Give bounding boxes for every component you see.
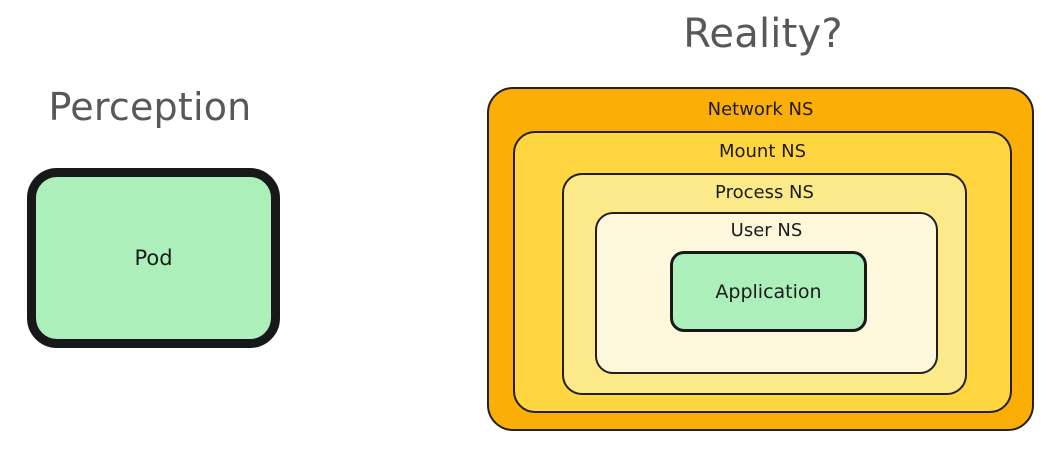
reality-title: Reality? xyxy=(683,11,843,57)
user-namespace-box: User NS Application xyxy=(595,212,938,374)
application-label: Application xyxy=(715,280,822,303)
mount-namespace-box: Mount NS Process NS User NS Application xyxy=(513,131,1012,413)
network-namespace-box: Network NS Mount NS Process NS User NS A… xyxy=(487,87,1034,431)
application-box: Application xyxy=(670,251,867,332)
pod-box: Pod xyxy=(27,168,280,348)
process-namespace-box: Process NS User NS Application xyxy=(562,173,967,395)
mount-namespace-label: Mount NS xyxy=(718,141,807,162)
user-namespace-label: User NS xyxy=(730,220,803,241)
network-namespace-label: Network NS xyxy=(707,99,814,120)
process-namespace-label: Process NS xyxy=(715,182,814,203)
perception-title: Perception xyxy=(48,85,252,129)
pod-label: Pod xyxy=(134,246,173,270)
